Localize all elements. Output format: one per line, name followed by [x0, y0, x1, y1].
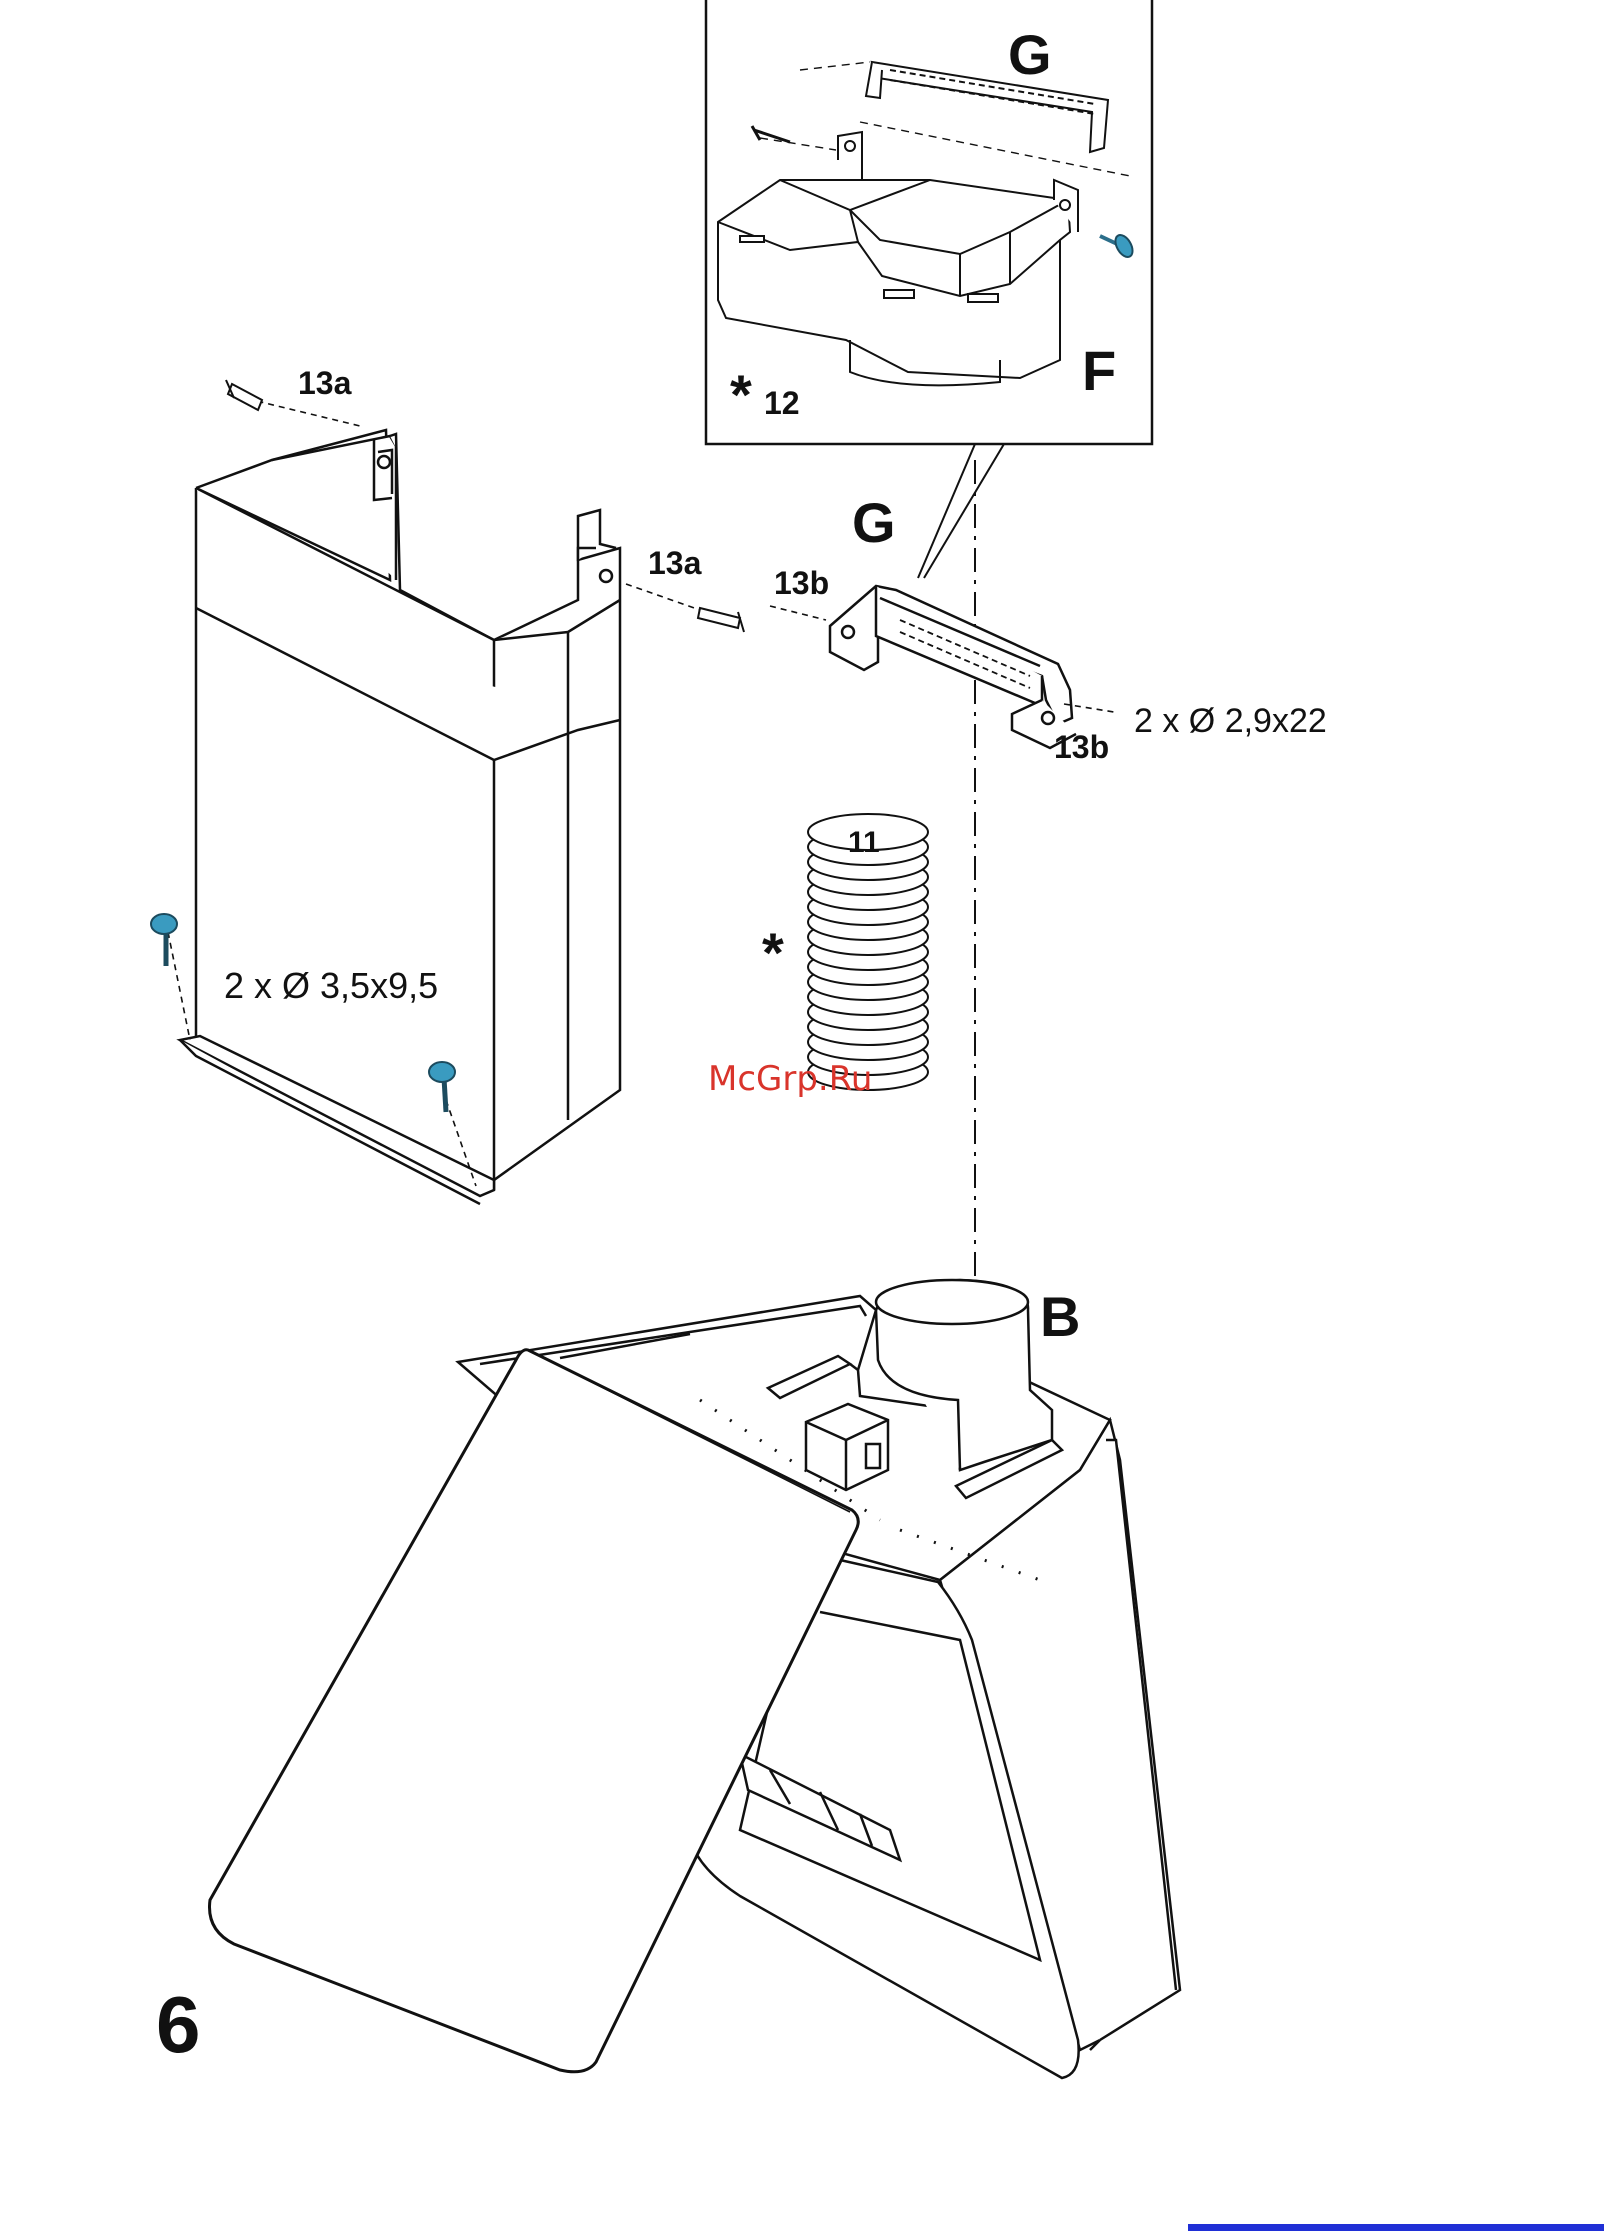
footer-bar: [1188, 2224, 1604, 2231]
screw-icon: [226, 380, 262, 410]
bracket-screw-spec: 2 x Ø 2,9x22: [1134, 702, 1327, 740]
outlet-label: B: [1040, 1285, 1080, 1348]
wall-bracket-g: [830, 586, 1076, 748]
bracket-screw-leader: [770, 606, 826, 620]
inset-adapter-label: F: [1082, 339, 1116, 402]
hose-number-label: 11: [848, 826, 880, 859]
screw-icon: [698, 608, 744, 632]
bracket-screw-left-label: 13b: [774, 565, 829, 601]
chimney-screw-spec: 2 x Ø 3,5x9,5: [224, 965, 438, 1006]
bracket-label: G: [852, 491, 896, 554]
chimney-screw-leader: [626, 584, 700, 610]
inset-callout-line: [924, 444, 1004, 578]
chimney-screw-upper-label: 13a: [298, 365, 352, 401]
inset-detail: [706, 0, 1152, 578]
inset-star: *: [730, 363, 752, 426]
bracket-screw-right-label: 13b: [1054, 729, 1109, 765]
chimney-screw-leader: [168, 932, 190, 1040]
figure-number: 6: [156, 1980, 201, 2069]
chimney-cover: [180, 430, 620, 1204]
inset-number-label: 12: [764, 385, 800, 421]
chimney-screw-side-label: 13a: [648, 545, 702, 581]
watermark-text: McGrp.Ru: [708, 1059, 872, 1099]
hose-star: *: [762, 921, 784, 984]
inset-callout-line: [918, 444, 975, 578]
inset-bracket-label: G: [1008, 23, 1052, 86]
